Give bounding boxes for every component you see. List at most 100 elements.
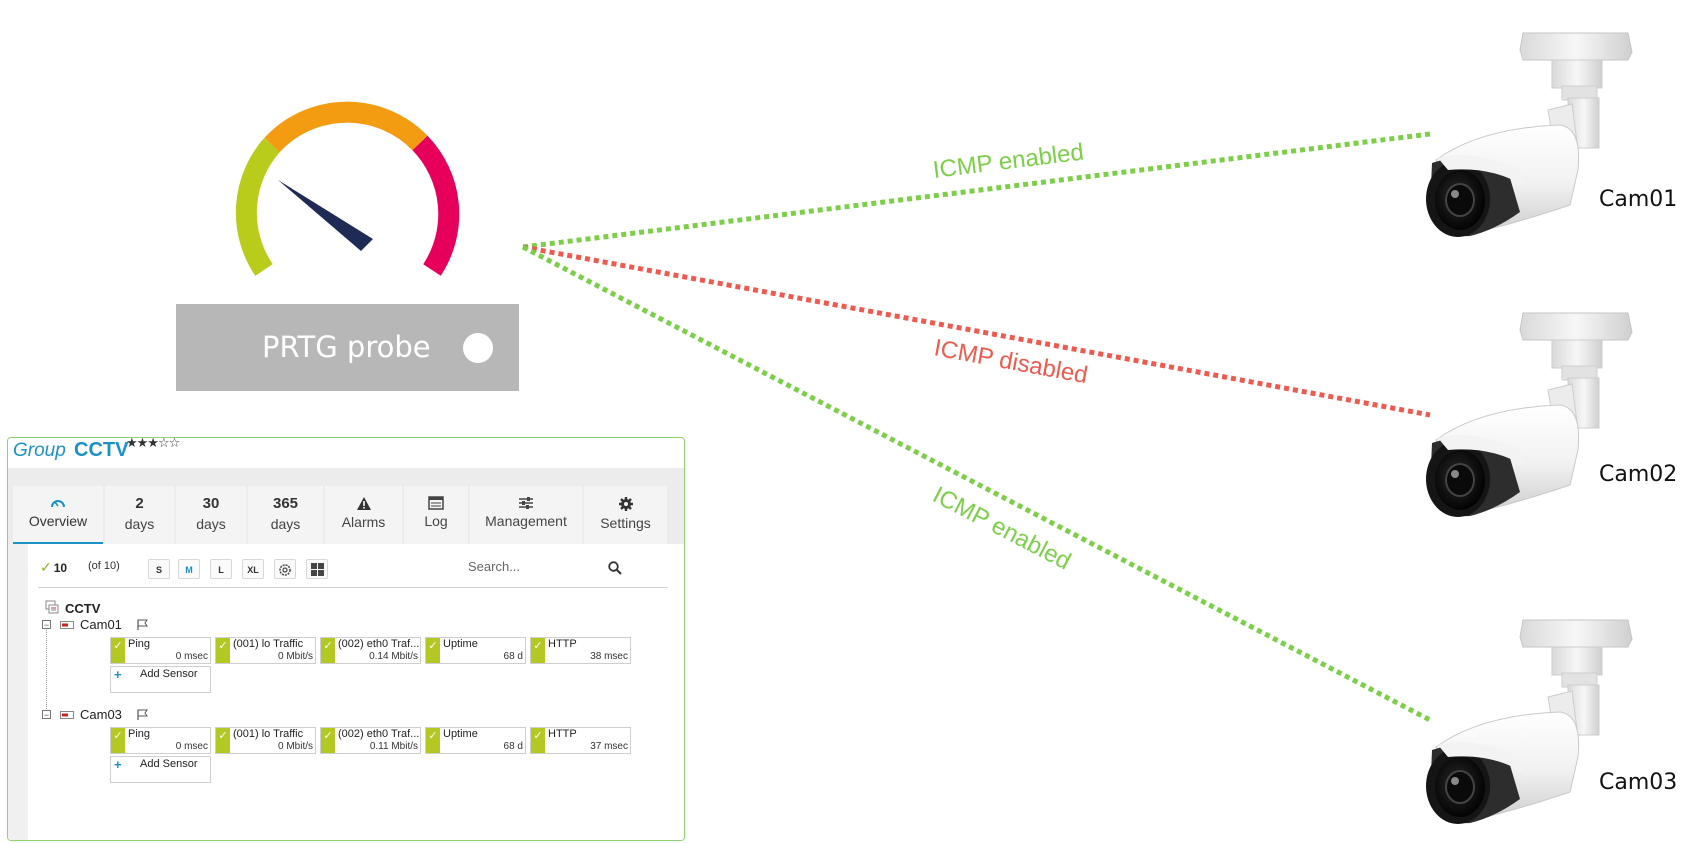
plus-icon: + [114, 757, 122, 772]
priority-stars[interactable]: ★★★☆☆ [126, 437, 180, 451]
ok-count-value: 10 [53, 561, 68, 575]
ok-check-icon: ✓ [321, 728, 335, 753]
sensor-value: 68 d [503, 741, 523, 752]
size-button-m[interactable]: M [178, 559, 200, 579]
ok-check-icon: ✓ [531, 638, 545, 663]
tab-number: 365 [272, 495, 299, 512]
tab-strip-background [8, 468, 684, 486]
sensor-name: (002) eth0 Traf... [338, 638, 420, 650]
view-settings-button[interactable] [274, 559, 296, 579]
sensor-name: (001) lo Traffic [233, 638, 304, 650]
gear-icon [618, 497, 633, 511]
collapse-toggle[interactable]: − [42, 620, 51, 630]
sensor-tile[interactable]: ✓ Uptime 68 d [425, 727, 526, 754]
tree-root-group[interactable]: CCTV [45, 600, 101, 616]
grid-icon [310, 563, 324, 576]
sensor-tile[interactable]: ✓ (002) eth0 Traf... 0.14 Mbit/s [320, 637, 421, 664]
collapse-toggle[interactable]: − [42, 710, 51, 720]
group-name[interactable]: CCTV [74, 439, 129, 461]
sensor-value: 0 Mbit/s [277, 741, 313, 752]
sliders-icon [519, 497, 533, 509]
device-name[interactable]: Cam01 [80, 617, 122, 632]
prtg-probe-box[interactable]: PRTG probe [176, 304, 519, 391]
sensor-name: Uptime [443, 728, 478, 740]
root-label: CCTV [65, 601, 101, 616]
settings-cog-icon [279, 564, 291, 576]
add-sensor-label: Add Sensor [140, 758, 198, 770]
gauge-tab-icon [51, 500, 65, 508]
tab-2-days[interactable]: 2 days [105, 486, 174, 544]
sensor-value: 0.11 Mbit/s [369, 741, 418, 752]
tab-management[interactable]: Management [470, 486, 582, 544]
search-icon[interactable] [608, 561, 622, 575]
flag-icon[interactable] [137, 709, 149, 721]
tab-label: days [196, 516, 226, 532]
ok-check-icon: ✓ [531, 728, 545, 753]
sensor-tile[interactable]: ✓ (002) eth0 Traf... 0.11 Mbit/s [320, 727, 421, 754]
tab-30-days[interactable]: 30 days [176, 486, 246, 544]
camera-label-cam02: Cam02 [1599, 462, 1677, 487]
log-icon [428, 496, 444, 510]
warning-icon [356, 497, 371, 510]
link-label-cam01: ICMP enabled [931, 139, 1085, 184]
ok-check-icon: ✓ [426, 728, 440, 753]
link-label-cam02: ICMP disabled [932, 334, 1090, 389]
gauge-icon [235, 101, 460, 276]
tab-settings[interactable]: Settings [584, 486, 667, 544]
panel-title-bar: Group CCTV ★★★☆☆ [8, 438, 684, 468]
sensor-tile[interactable]: ✓ HTTP 38 msec [530, 637, 631, 664]
device-icon [60, 711, 74, 719]
device-icon [60, 621, 74, 629]
sensor-value: 37 msec [590, 741, 628, 752]
search-box [466, 558, 636, 580]
probe-status-dot [463, 333, 493, 363]
tab-label: days [270, 516, 301, 532]
sensor-tile[interactable]: ✓ (001) lo Traffic 0 Mbit/s [215, 727, 316, 754]
search-input[interactable] [466, 558, 610, 575]
add-sensor-button[interactable]: + Add Sensor [110, 756, 211, 783]
content-left-gutter [8, 544, 28, 840]
group-type-label: Group [13, 440, 66, 461]
check-icon: ✓ [40, 559, 52, 575]
sensor-value: 68 d [503, 651, 523, 662]
sensor-tile[interactable]: ✓ Ping 0 msec [110, 637, 211, 664]
ok-check-icon: ✓ [321, 638, 335, 663]
tab-overview[interactable]: Overview [13, 486, 103, 544]
group-icon [45, 600, 59, 614]
sensor-name: HTTP [548, 728, 577, 740]
add-sensor-button[interactable]: + Add Sensor [110, 666, 211, 693]
tab-label: Alarms [341, 514, 386, 530]
sensor-value: 0 Mbit/s [277, 651, 313, 662]
device-name[interactable]: Cam03 [80, 707, 122, 722]
camera-label-cam03: Cam03 [1599, 770, 1677, 795]
sensor-tile[interactable]: ✓ (001) lo Traffic 0 Mbit/s [215, 637, 316, 664]
tile-view-button[interactable] [306, 559, 328, 579]
tab-alarms[interactable]: Alarms [325, 486, 402, 544]
size-button-xl[interactable]: XL [242, 559, 264, 579]
tab-log[interactable]: Log [404, 486, 468, 544]
tree-connector [46, 624, 47, 719]
ok-check-icon: ✓ [426, 638, 440, 663]
sensor-name: Ping [128, 728, 151, 740]
camera-label-cam01: Cam01 [1599, 187, 1677, 212]
add-sensor-label: Add Sensor [140, 668, 198, 680]
tab-number: 2 [135, 495, 144, 512]
plus-icon: + [114, 667, 122, 682]
ok-check-icon: ✓ [216, 728, 230, 753]
sensor-tile[interactable]: ✓ HTTP 37 msec [530, 727, 631, 754]
sensor-name: HTTP [548, 638, 577, 650]
link-line-cam02 [522, 244, 1431, 418]
sensor-name: Uptime [443, 638, 478, 650]
sensor-tile[interactable]: ✓ Ping 0 msec [110, 727, 211, 754]
tab-number: 30 [202, 495, 220, 512]
size-button-s[interactable]: S [148, 559, 170, 579]
size-button-l[interactable]: L [210, 559, 232, 579]
tab-label: Management [485, 513, 567, 529]
tab-365-days[interactable]: 365 days [248, 486, 323, 544]
sensor-toolbar: ✓10 (of 10) S M L XL [38, 555, 668, 588]
sensor-name: (001) lo Traffic [233, 728, 304, 740]
flag-icon[interactable] [137, 619, 149, 631]
sensor-value: 0 msec [175, 651, 208, 662]
sensor-tile[interactable]: ✓ Uptime 68 d [425, 637, 526, 664]
ok-sensor-count[interactable]: ✓10 [40, 559, 67, 576]
